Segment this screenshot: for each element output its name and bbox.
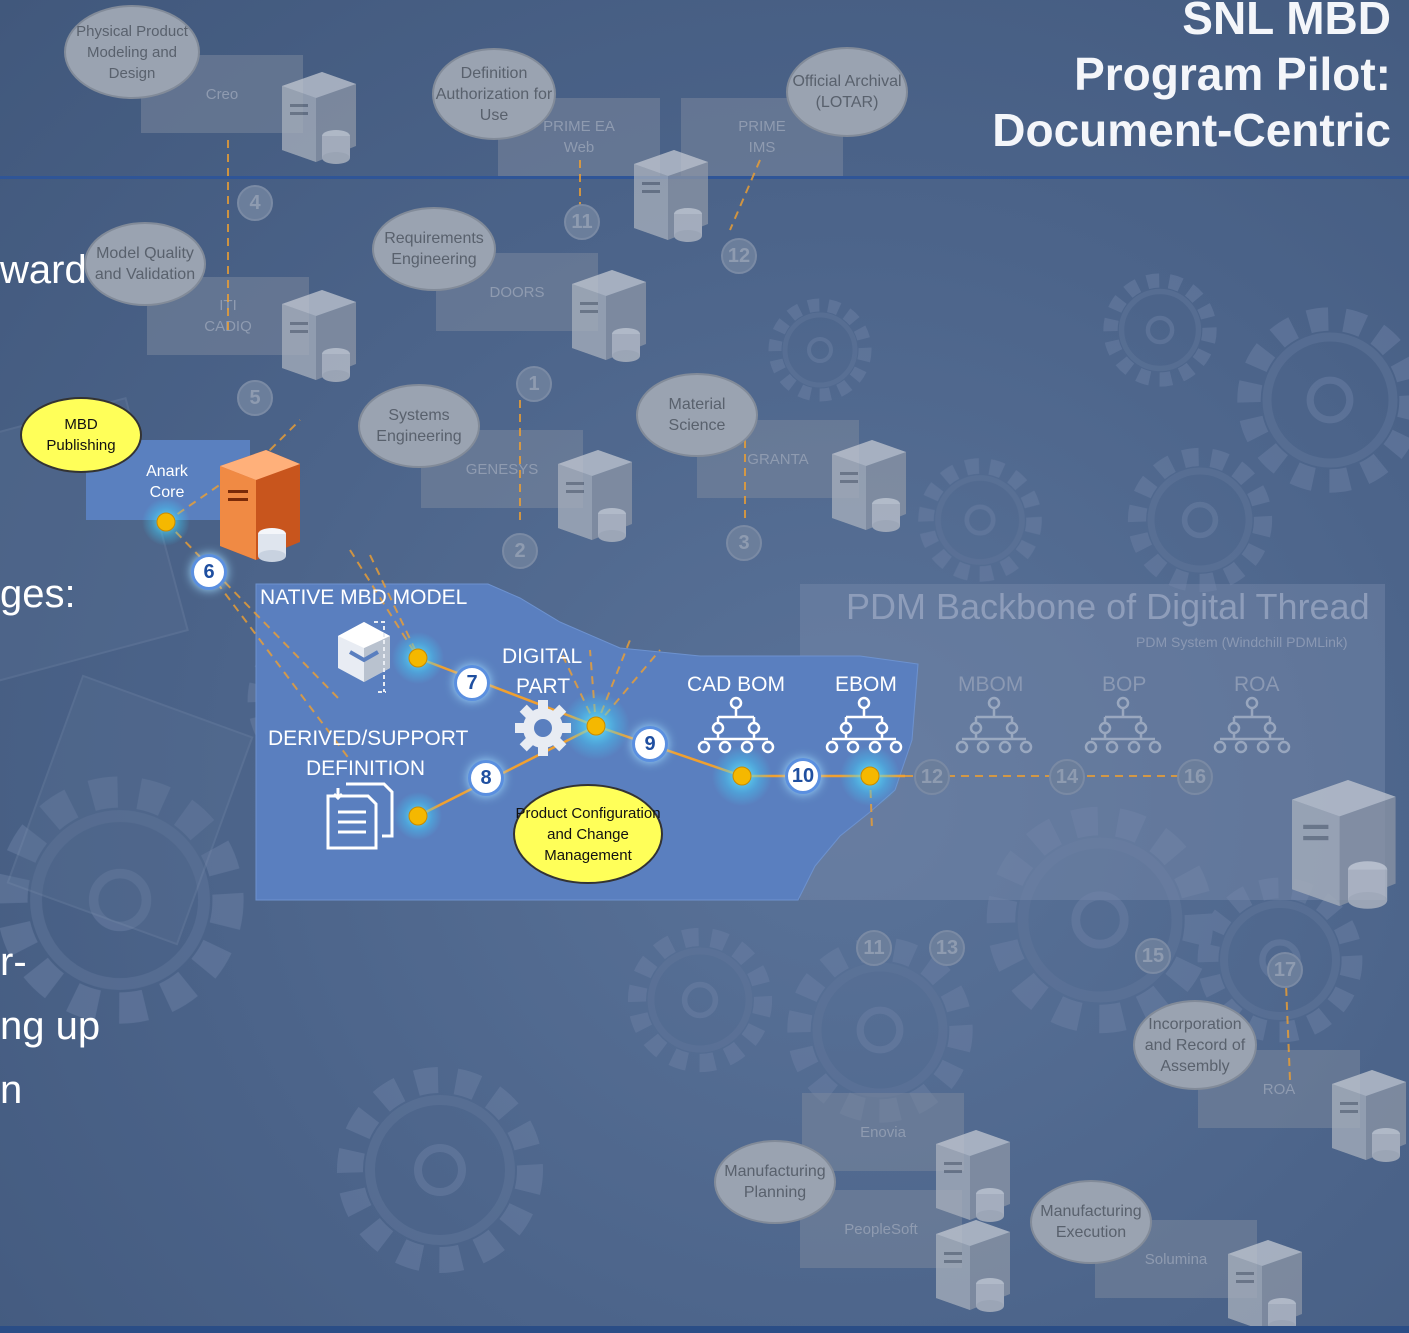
footer-bar bbox=[0, 1326, 1409, 1333]
ellipse-product-configuration: Product Configuration and Change Managem… bbox=[513, 784, 663, 884]
derived-support-label-2: DEFINITION bbox=[306, 757, 425, 780]
step-number-8: 8 bbox=[468, 760, 504, 796]
ellipse-requirements: Requirements Engineering bbox=[372, 207, 496, 291]
step-number-3: 3 bbox=[726, 525, 762, 561]
step-number-2: 2 bbox=[502, 533, 538, 569]
step-number-16: 16 bbox=[1177, 759, 1213, 795]
native-mbd-model-label: NATIVE MBD MODEL bbox=[260, 586, 468, 609]
step-number-4: 4 bbox=[237, 185, 273, 221]
mbom-label: MBOM bbox=[958, 673, 1024, 696]
ellipse-mfg-planning: Manufacturing Planning bbox=[714, 1140, 836, 1224]
title-line-3: Document-Centric bbox=[992, 104, 1391, 156]
step-number-9: 9 bbox=[632, 726, 668, 762]
ellipse-model-quality: Model Quality and Validation bbox=[84, 222, 206, 306]
ellipse-definition-authorization: Definition Authorization for Use bbox=[432, 48, 556, 140]
derived-support-label-1: DERIVED/SUPPORT bbox=[268, 727, 469, 750]
derived-definition-docs-icon bbox=[326, 782, 394, 850]
digital-part-label-1: DIGITAL bbox=[502, 645, 583, 668]
ebom-label: EBOM bbox=[835, 673, 897, 696]
system-peoplesoft: PeopleSoft bbox=[800, 1190, 962, 1268]
anark-server-icon bbox=[220, 450, 300, 562]
step-number-10: 10 bbox=[785, 758, 821, 794]
bullet-fragment-1: ward bbox=[0, 248, 87, 292]
native-model-cube-icon bbox=[338, 621, 390, 693]
step-number-11a: 11 bbox=[564, 204, 600, 240]
anark-core-label: Anark Core bbox=[146, 463, 188, 501]
bullet-fragment-4: ng up bbox=[0, 1004, 101, 1048]
step-number-13: 13 bbox=[929, 930, 965, 966]
pdm-backbone-title: PDM Backbone of Digital Thread bbox=[846, 586, 1370, 627]
ellipse-systems-engineering: Systems Engineering bbox=[358, 384, 480, 468]
cad-bom-label: CAD BOM bbox=[687, 673, 786, 696]
bop-label: BOP bbox=[1102, 673, 1147, 696]
title-line-2: Program Pilot: bbox=[1074, 48, 1391, 100]
pdm-backbone-subtitle: PDM System (Windchill PDMLink) bbox=[1136, 634, 1348, 650]
ellipse-incorporation: Incorporation and Record of Assembly bbox=[1133, 1000, 1257, 1090]
mbom-org-icon bbox=[955, 696, 1033, 754]
ellipse-mfg-execution: Manufacturing Execution bbox=[1030, 1180, 1152, 1264]
step-number-12b: 12 bbox=[914, 759, 950, 795]
roa-org-icon bbox=[1213, 696, 1291, 754]
bullet-fragment-3: r- bbox=[0, 940, 27, 984]
ellipse-mbd-publishing: MBD Publishing bbox=[20, 397, 142, 473]
digital-part-gear-icon bbox=[515, 700, 571, 756]
bop-org-icon bbox=[1084, 696, 1162, 754]
step-number-1: 1 bbox=[516, 366, 552, 402]
roa-label: ROA bbox=[1234, 673, 1280, 696]
cad-bom-org-icon bbox=[697, 696, 775, 754]
step-number-5: 5 bbox=[237, 380, 273, 416]
step-number-14: 14 bbox=[1049, 759, 1085, 795]
step-number-6: 6 bbox=[191, 554, 227, 590]
ellipse-material-science: Material Science bbox=[636, 373, 758, 457]
digital-part-label-2: PART bbox=[516, 675, 571, 698]
bullet-fragment-2: ges: bbox=[0, 572, 76, 616]
step-number-12a: 12 bbox=[721, 238, 757, 274]
step-number-11b: 11 bbox=[856, 930, 892, 966]
step-number-17: 17 bbox=[1267, 952, 1303, 988]
step-number-15: 15 bbox=[1135, 938, 1171, 974]
step-number-7: 7 bbox=[454, 665, 490, 701]
slide-title: SNL MBD Program Pilot: Document-Centric bbox=[992, 0, 1391, 158]
bullet-fragment-5: n bbox=[0, 1068, 23, 1112]
ellipse-physical-modeling: Physical Product Modeling and Design bbox=[64, 5, 200, 99]
ellipse-official-archival: Official Archival (LOTAR) bbox=[786, 47, 908, 137]
ebom-org-icon bbox=[825, 696, 903, 754]
title-line-1: SNL MBD bbox=[1182, 0, 1391, 44]
